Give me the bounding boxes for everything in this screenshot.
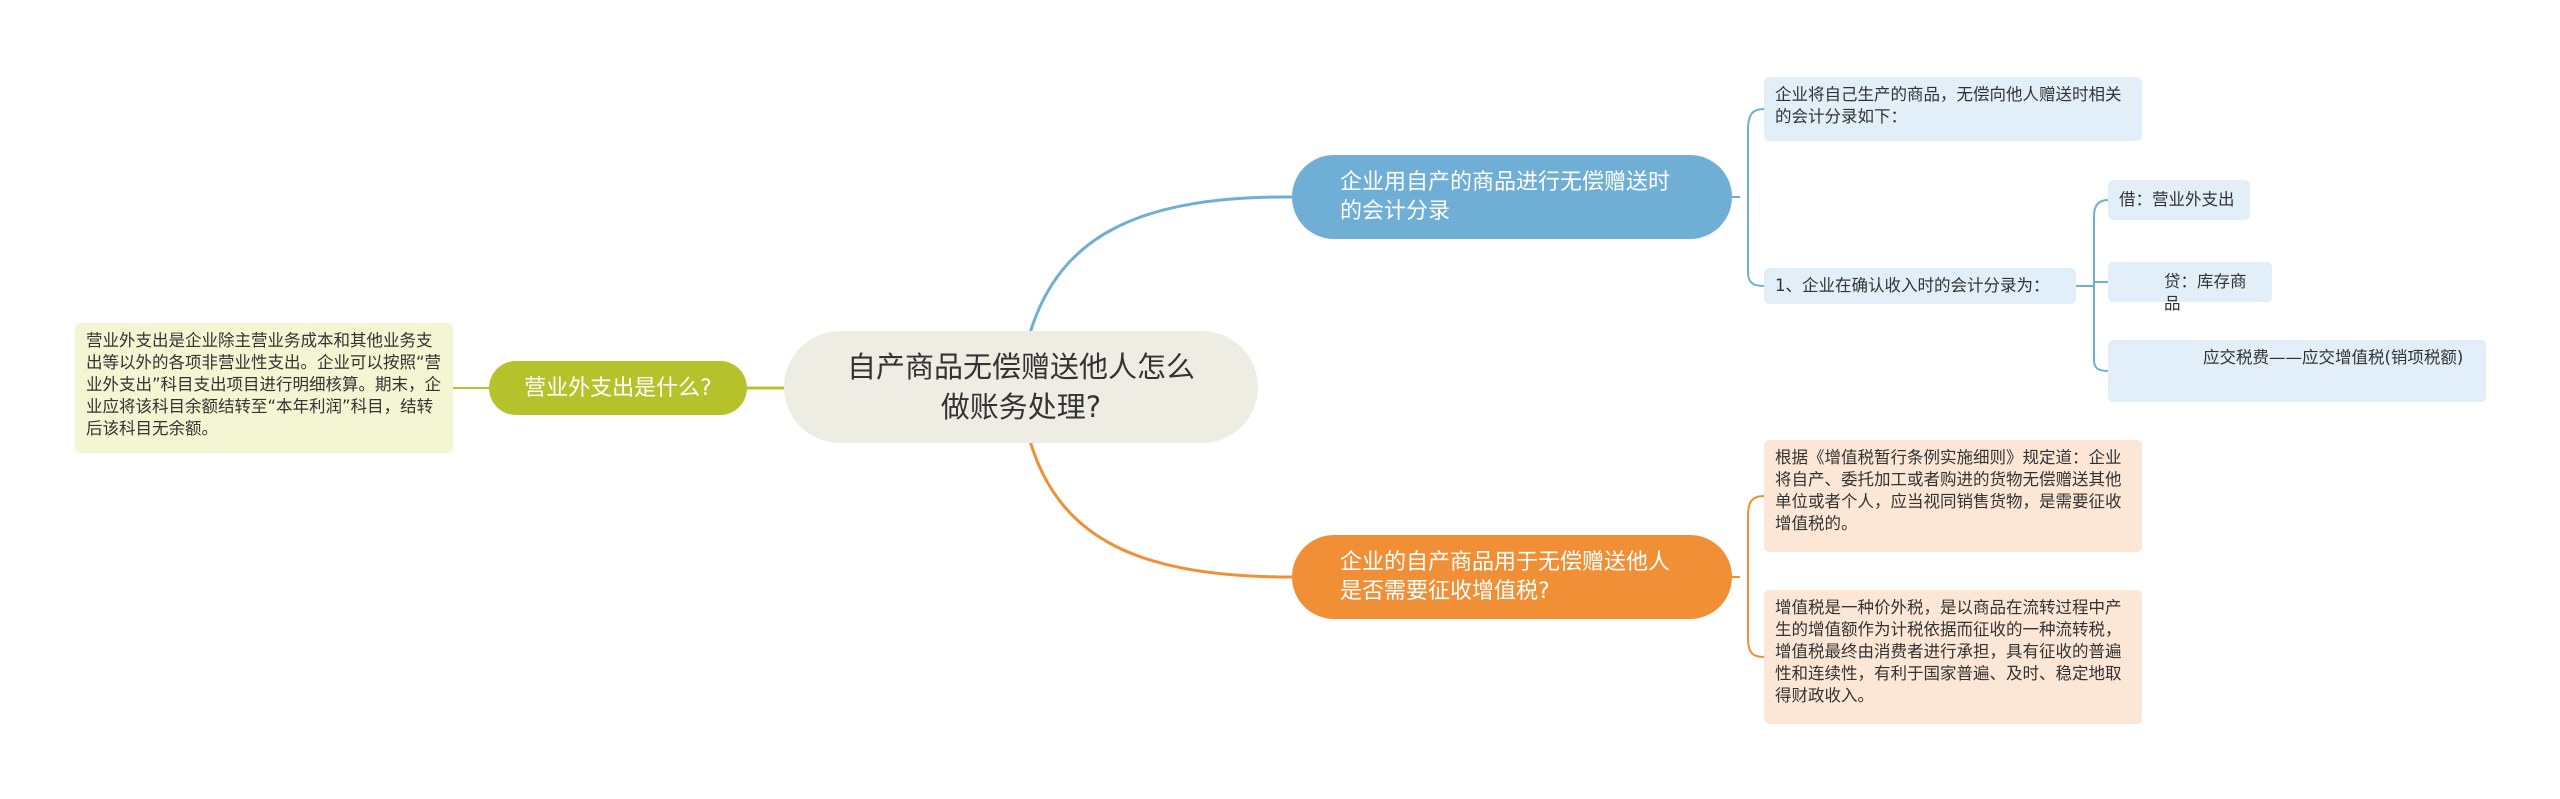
central-topic-text: 自产商品无偿赠送他人怎么做账务处理? <box>846 350 1195 424</box>
leaf-credit[interactable]: 贷：库存商品 <box>2108 262 2272 313</box>
leaf-entries-intro-text: 企业将自己生产的商品，无偿向他人赠送时相关的会计分录如下： <box>1775 85 2122 126</box>
link-central-to-bottom-branch <box>1028 440 1293 579</box>
branch-vat-question-label: 企业的自产商品用于无偿赠送他人是否需要征收增值税? <box>1340 550 1671 604</box>
leaf-non-operating-definition-text: 营业外支出是企业除主营业务成本和其他业务支出等以外的各项非营业性支出。企业可以按… <box>86 331 442 438</box>
leaf-output-vat-text: 应交税费——应交增值税(销项税额) <box>2203 348 2464 367</box>
leaf-vat-regulation-text: 根据《增值税暂行条例实施细则》规定道：企业将自产、委托加工或者购进的货物无偿赠送… <box>1775 448 2122 533</box>
leaf-vat-regulation[interactable]: 根据《增值税暂行条例实施细则》规定道：企业将自产、委托加工或者购进的货物无偿赠送… <box>1764 440 2142 552</box>
leaf-vat-definition-text: 增值税是一种价外税，是以商品在流转过程中产生的增值额作为计税依据而征收的一种流转… <box>1775 598 2122 705</box>
branch-non-operating-expense-label: 营业外支出是什么? <box>524 375 712 401</box>
branch-vat-question[interactable]: 企业的自产商品用于无偿赠送他人是否需要征收增值税? <box>1292 535 1732 619</box>
link-top-branch-bracket <box>1732 108 1765 287</box>
branch-accounting-entries-label: 企业用自产的商品进行无偿赠送时的会计分录 <box>1340 170 1671 224</box>
leaf-debit[interactable]: 借：营业外支出 <box>2108 180 2250 220</box>
leaf-output-vat[interactable]: 应交税费——应交增值税(销项税额) <box>2108 340 2486 402</box>
link-bottom-branch-bracket <box>1732 495 1765 658</box>
leaf-entries-intro[interactable]: 企业将自己生产的商品，无偿向他人赠送时相关的会计分录如下： <box>1764 77 2142 141</box>
link-entry-sub-bracket <box>2076 199 2109 372</box>
leaf-revenue-entry[interactable]: 1、企业在确认收入时的会计分录为： <box>1764 268 2076 304</box>
leaf-non-operating-definition[interactable]: 营业外支出是企业除主营业务成本和其他业务支出等以外的各项非营业性支出。企业可以按… <box>75 323 453 453</box>
leaf-revenue-entry-text: 1、企业在确认收入时的会计分录为： <box>1775 276 2050 295</box>
link-central-to-top-branch <box>1028 195 1293 334</box>
branch-accounting-entries[interactable]: 企业用自产的商品进行无偿赠送时的会计分录 <box>1292 155 1732 239</box>
leaf-debit-text: 借：营业外支出 <box>2119 190 2235 209</box>
branch-non-operating-expense[interactable]: 营业外支出是什么? <box>489 361 747 415</box>
central-topic[interactable]: 自产商品无偿赠送他人怎么做账务处理? <box>784 331 1258 443</box>
leaf-credit-text: 贷：库存商品 <box>2164 272 2247 313</box>
leaf-vat-definition[interactable]: 增值税是一种价外税，是以商品在流转过程中产生的增值额作为计税依据而征收的一种流转… <box>1764 590 2142 724</box>
